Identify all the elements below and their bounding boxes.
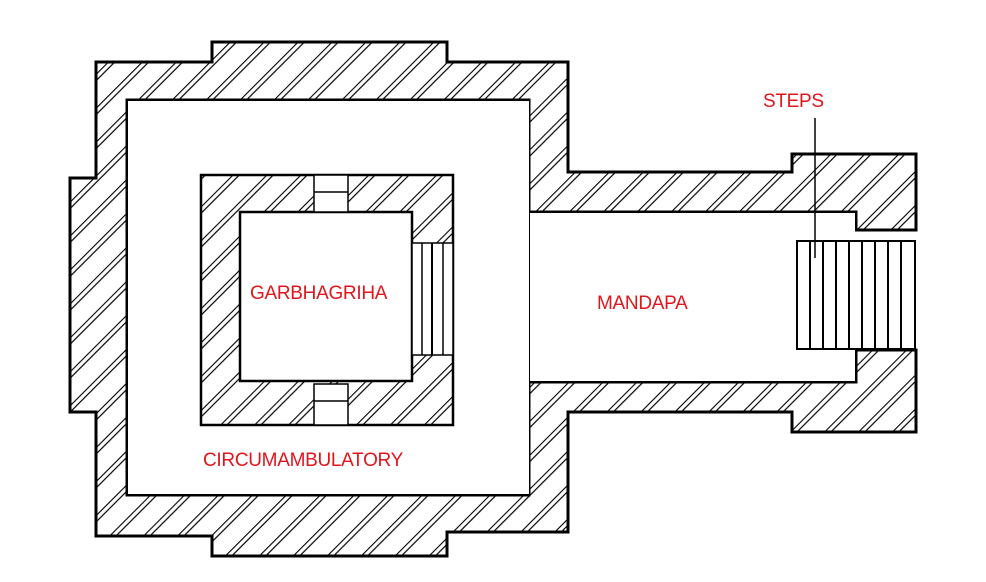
- label-mandapa: MANDAPA: [597, 293, 688, 314]
- label-circumambulatory: CIRCUMAMBULATORY: [203, 450, 404, 471]
- garbhagriha-wall: [199, 173, 455, 427]
- garbhagriha-doorway: [411, 242, 454, 356]
- label-steps: STEPS: [763, 91, 824, 112]
- garbhagriha-top-opening: [313, 174, 349, 213]
- steps: [796, 240, 916, 350]
- garbhagriha-bottom-opening: [313, 383, 349, 426]
- label-garbhagriha: GARBHAGRIHA: [250, 283, 388, 304]
- circumambulatory-floor: [128, 101, 529, 494]
